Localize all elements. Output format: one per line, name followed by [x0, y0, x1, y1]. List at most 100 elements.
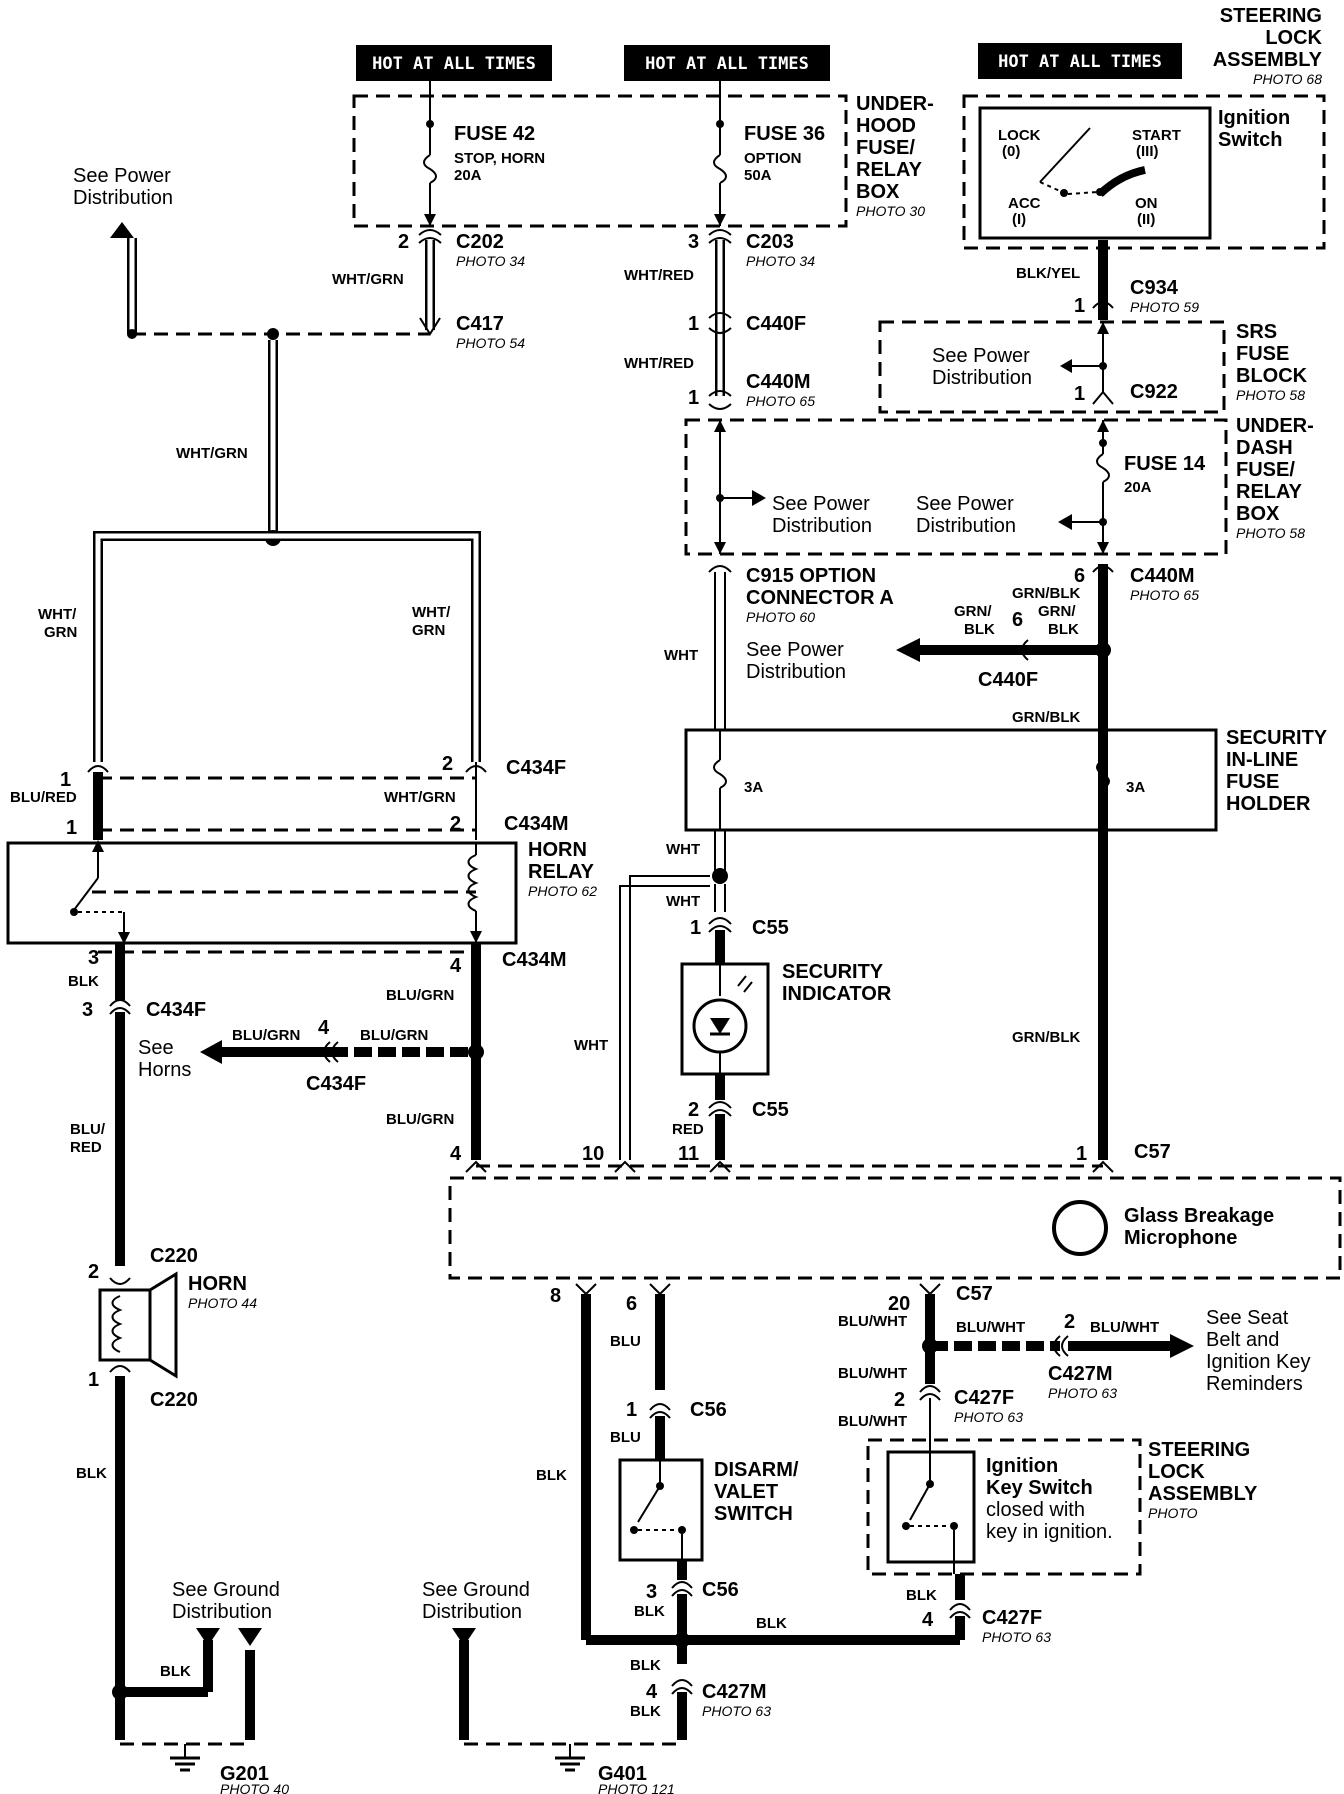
svg-text:BLU/WHT: BLU/WHT	[838, 1413, 907, 1430]
underhood-box-label: UNDER- HOOD FUSE/ RELAY BOX PHOTO 30	[856, 93, 934, 219]
svg-text:BLOCK: BLOCK	[1236, 365, 1308, 387]
connector-c427f-top: 2 C427F PHOTO 63	[894, 1387, 1023, 1425]
svg-text:1: 1	[690, 917, 701, 939]
svg-text:1: 1	[626, 1399, 637, 1421]
svg-text:C427M: C427M	[702, 1681, 766, 1703]
security-indicator: SECURITY INDICATOR	[692, 961, 892, 1074]
svg-text:Distribution: Distribution	[172, 1601, 272, 1623]
svg-text:ON: ON	[1135, 195, 1158, 212]
svg-text:ASSEMBLY: ASSEMBLY	[1213, 49, 1323, 71]
wire-wht-grn-loop: WHT/ GRN WHT/ GRN	[38, 531, 481, 762]
svg-text:(II): (II)	[1137, 211, 1155, 228]
wire-wht-grn-fuse42: WHT/GRN	[332, 229, 442, 330]
svg-text:C57: C57	[956, 1283, 993, 1305]
hot-label-2: HOT AT ALL TIMES	[624, 45, 830, 81]
svg-text:C434F: C434F	[306, 1073, 366, 1095]
svg-text:BLU/WHT: BLU/WHT	[1090, 1319, 1159, 1336]
svg-text:PHOTO 34: PHOTO 34	[456, 253, 525, 269]
svg-text:C57: C57	[1134, 1141, 1171, 1163]
svg-text:C440F: C440F	[746, 313, 806, 335]
svg-text:closed with: closed with	[986, 1499, 1085, 1521]
svg-text:1: 1	[66, 817, 77, 839]
svg-text:FUSE 36: FUSE 36	[744, 123, 825, 145]
svg-text:Ignition: Ignition	[986, 1455, 1058, 1477]
svg-text:See Power: See Power	[772, 493, 870, 515]
svg-text:20A: 20A	[454, 167, 482, 184]
svg-text:STOP, HORN: STOP, HORN	[454, 150, 545, 167]
wire-wht-red: WHT/RED WHT/RED	[624, 229, 732, 410]
connector-c440f-top: 1 C440F	[688, 313, 806, 335]
see-ground-distribution-2: See Ground Distribution	[422, 1579, 530, 1623]
svg-text:PHOTO 121: PHOTO 121	[598, 1781, 675, 1794]
svg-text:ASSEMBLY: ASSEMBLY	[1148, 1483, 1258, 1505]
svg-text:(III): (III)	[1136, 143, 1159, 160]
connector-c434f-horns: 4 C434F	[306, 1017, 366, 1095]
svg-text:HOT AT ALL TIMES: HOT AT ALL TIMES	[372, 54, 536, 74]
connector-c934: 1 C934 PHOTO 59	[1074, 277, 1199, 317]
svg-text:1: 1	[88, 1369, 99, 1391]
svg-text:BLK: BLK	[634, 1603, 665, 1620]
svg-text:WHT: WHT	[666, 893, 700, 910]
connector-c203: 3 C203 PHOTO 34	[688, 231, 815, 269]
svg-text:FUSE 42: FUSE 42	[454, 123, 535, 145]
svg-text:HORN: HORN	[188, 1273, 247, 1295]
svg-text:20A: 20A	[1124, 479, 1152, 496]
svg-text:6: 6	[1012, 609, 1023, 631]
svg-text:C434M: C434M	[504, 813, 568, 835]
underdash-wiring: See Power Distribution See Power Distrib…	[714, 420, 1110, 554]
svg-text:GRN/BLK: GRN/BLK	[1012, 1029, 1080, 1046]
svg-text:3: 3	[688, 231, 699, 253]
svg-text:RELAY: RELAY	[856, 159, 923, 181]
svg-text:2: 2	[398, 231, 409, 253]
svg-text:Microphone: Microphone	[1124, 1227, 1237, 1249]
svg-text:Belt and: Belt and	[1206, 1329, 1279, 1351]
see-horns: See Horns	[138, 1037, 191, 1081]
svg-text:PHOTO: PHOTO	[1148, 1505, 1198, 1521]
svg-text:BLK: BLK	[76, 1465, 107, 1482]
svg-text:Ignition: Ignition	[1218, 107, 1290, 129]
svg-text:BOX: BOX	[1236, 503, 1280, 525]
svg-text:BOX: BOX	[856, 181, 900, 203]
svg-text:1: 1	[688, 387, 699, 409]
svg-text:PHOTO 58: PHOTO 58	[1236, 387, 1305, 403]
svg-text:PHOTO 63: PHOTO 63	[982, 1629, 1051, 1645]
svg-text:BLU/GRN: BLU/GRN	[232, 1027, 300, 1044]
svg-text:FUSE/: FUSE/	[856, 137, 915, 159]
svg-text:HOLDER: HOLDER	[1226, 793, 1311, 815]
svg-text:3: 3	[82, 999, 93, 1021]
svg-text:GRN/BLK: GRN/BLK	[1012, 585, 1080, 602]
hot-label-1: HOT AT ALL TIMES	[356, 45, 552, 81]
svg-text:BLU/RED: BLU/RED	[10, 789, 77, 806]
svg-text:FUSE: FUSE	[1236, 343, 1289, 365]
svg-text:C922: C922	[1130, 381, 1178, 403]
steering-lock-top-label: STEERING LOCK ASSEMBLY PHOTO 68	[1213, 5, 1323, 87]
svg-text:BLK: BLK	[630, 1657, 661, 1674]
svg-text:START: START	[1132, 127, 1181, 144]
svg-text:WHT/: WHT/	[38, 606, 77, 623]
svg-text:WHT/GRN: WHT/GRN	[384, 789, 456, 806]
ignition-switch: Ignition Switch LOCK (0) START (III) ACC…	[998, 107, 1290, 320]
svg-text:C434F: C434F	[506, 757, 566, 779]
svg-text:C220: C220	[150, 1245, 198, 1267]
svg-text:C440M: C440M	[1130, 565, 1194, 587]
svg-text:INDICATOR: INDICATOR	[782, 983, 892, 1005]
svg-text:Distribution: Distribution	[916, 515, 1016, 537]
svg-text:Glass Breakage: Glass Breakage	[1124, 1205, 1274, 1227]
see-power-distribution-left: See Power Distribution	[73, 165, 173, 334]
hot-label-3: HOT AT ALL TIMES	[978, 43, 1182, 79]
svg-text:C202: C202	[456, 231, 504, 253]
svg-text:BLU/GRN: BLU/GRN	[360, 1027, 428, 1044]
svg-text:PHOTO 65: PHOTO 65	[1130, 587, 1199, 603]
svg-text:C427F: C427F	[954, 1387, 1014, 1409]
svg-text:See: See	[138, 1037, 174, 1059]
svg-text:C440F: C440F	[978, 669, 1038, 691]
svg-text:BLK: BLK	[756, 1615, 787, 1632]
horn-relay-box	[6, 841, 518, 945]
svg-text:50A: 50A	[744, 167, 772, 184]
svg-text:Distribution: Distribution	[73, 187, 173, 209]
steering-lock-assembly-top-box	[962, 94, 1326, 250]
svg-text:FUSE/: FUSE/	[1236, 459, 1295, 481]
svg-text:See Power: See Power	[932, 345, 1030, 367]
svg-text:BLK: BLK	[1048, 621, 1079, 638]
